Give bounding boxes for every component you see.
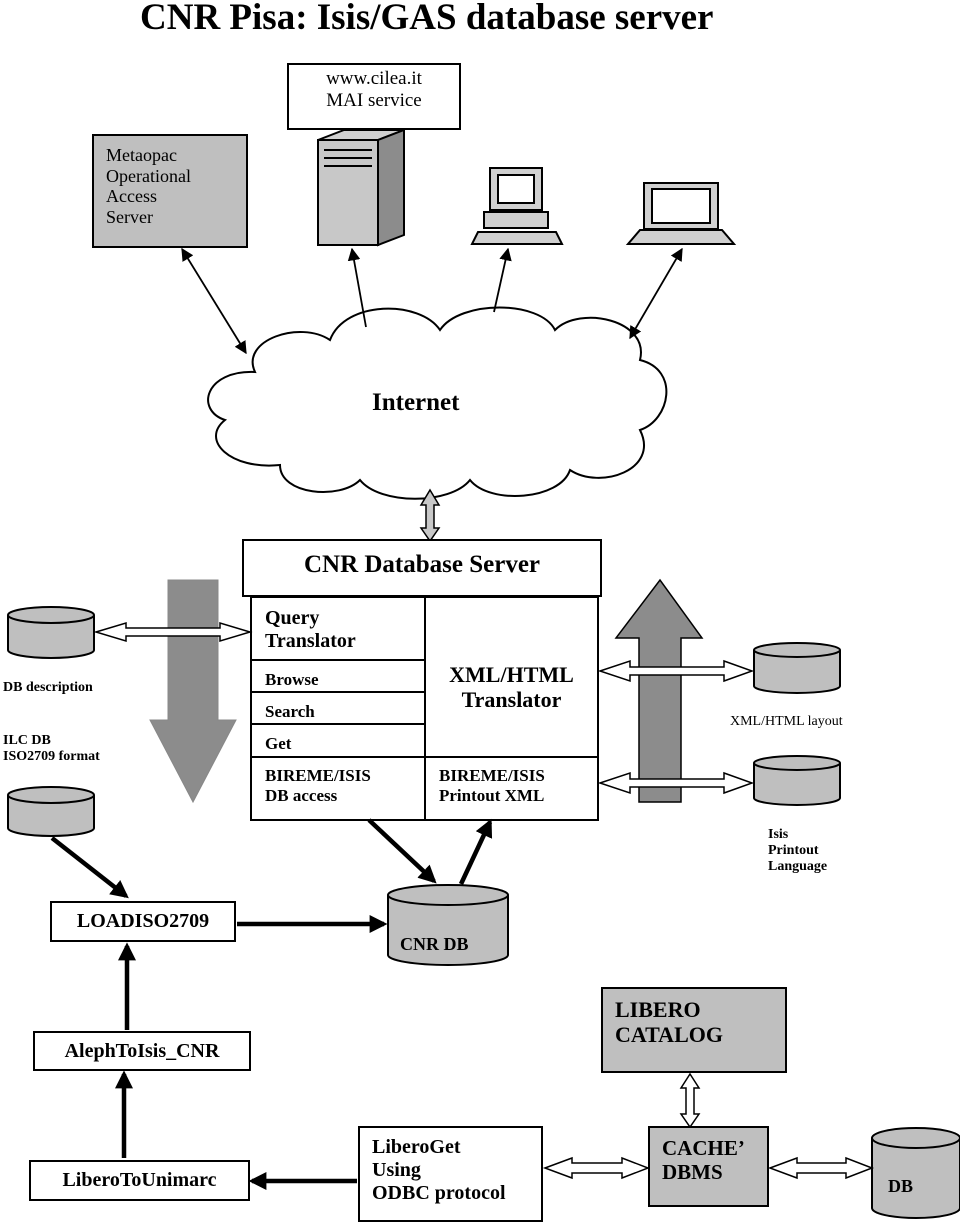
libero-unimarc-label: LiberoToUnimarc xyxy=(62,1169,217,1191)
server-structure xyxy=(250,596,599,821)
cache-dbms-label: CACHE’ DBMS xyxy=(662,1136,745,1185)
metaopac-box xyxy=(92,134,248,248)
internet-label: Internet xyxy=(372,389,460,416)
loadiso-label: LOADISO2709 xyxy=(76,910,210,932)
desktop-computer-icon xyxy=(470,167,564,245)
thick-flow-arrows xyxy=(50,818,493,1190)
liberoget-box xyxy=(358,1126,543,1222)
hollow-double-arrows xyxy=(93,621,875,1180)
internet-connections xyxy=(181,247,683,355)
libero-catalog-box xyxy=(601,987,787,1073)
server-title-box xyxy=(242,539,602,597)
query-translator: Query Translator xyxy=(265,607,356,652)
ilc-db-cylinder xyxy=(7,786,95,837)
laptop-icon xyxy=(625,182,737,245)
db-cylinder xyxy=(871,1127,960,1219)
loadiso-box xyxy=(50,901,236,942)
bireme-db-access: BIREME/ISIS DB access xyxy=(265,766,371,805)
internet-cloud xyxy=(207,306,668,500)
aleph-label: AlephToIsis_CNR xyxy=(64,1040,220,1062)
cilea-box xyxy=(287,63,461,130)
aleph-box xyxy=(33,1031,251,1071)
xml-html-translator: XML/HTML Translator xyxy=(449,662,574,713)
db-description-cylinder xyxy=(7,606,95,659)
input-flow-arrow xyxy=(149,579,237,804)
server-tower-icon xyxy=(317,128,405,247)
isis-printout-label: Isis Printout Language xyxy=(768,827,828,875)
liberoget-label: LiberoGet Using ODBC protocol xyxy=(372,1136,506,1204)
output-flow-arrow xyxy=(614,578,704,803)
ilc-db-label: ILC DB ISO2709 format xyxy=(3,733,100,765)
cache-dbms-box xyxy=(648,1126,769,1207)
search-label: Search xyxy=(265,702,315,721)
db-description-label: DB description xyxy=(3,680,93,695)
libero-unimarc-box xyxy=(29,1160,250,1201)
cnr-db-cylinder xyxy=(387,884,509,966)
get-label: Get xyxy=(265,734,292,753)
bireme-printout: BIREME/ISIS Printout XML xyxy=(439,766,545,805)
cilea-label: www.cilea.it MAI service xyxy=(326,68,422,111)
xml-layout-label: XML/HTML layout xyxy=(730,714,843,729)
xml-layout-cylinder xyxy=(753,642,841,694)
page-title: CNR Pisa: Isis/GAS database server xyxy=(140,0,714,38)
server-title: CNR Database Server xyxy=(303,551,541,578)
db-label: DB xyxy=(888,1176,914,1196)
cnr-db-label: CNR DB xyxy=(400,934,469,954)
libero-catalog-label: LIBERO CATALOG xyxy=(615,997,723,1048)
metaopac-label: Metaopac Operational Access Server xyxy=(106,145,191,228)
browse-label: Browse xyxy=(265,670,319,689)
printout-language-cylinder xyxy=(753,755,841,806)
